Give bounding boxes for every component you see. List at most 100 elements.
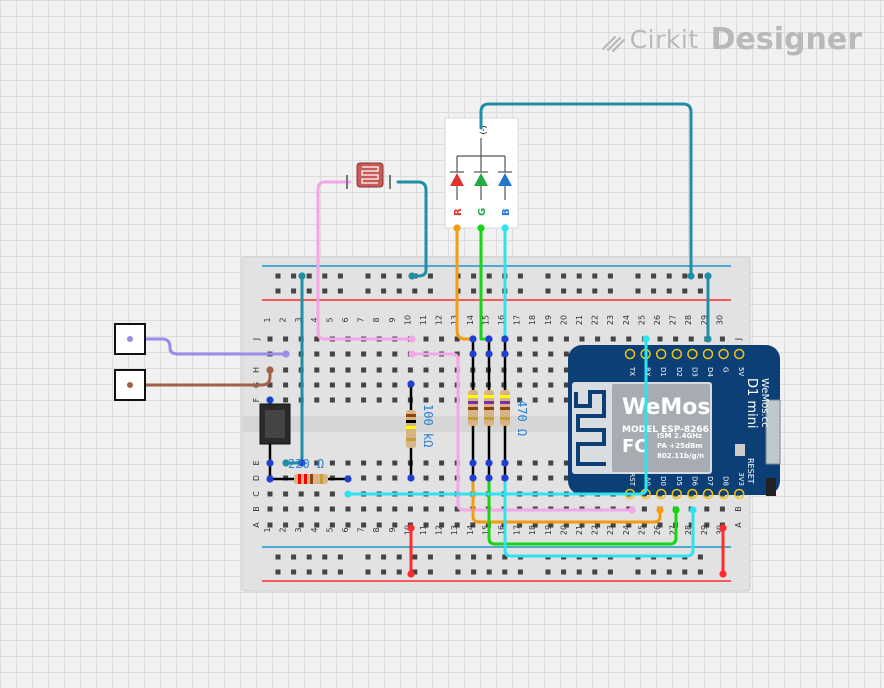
breadboard-hole[interactable] <box>314 382 320 388</box>
breadboard-hole[interactable] <box>283 397 289 403</box>
rail-hole[interactable] <box>322 569 328 575</box>
wire-endpoint[interactable] <box>501 350 509 358</box>
rail-hole[interactable] <box>666 273 672 279</box>
rail-hole[interactable] <box>502 569 508 575</box>
breadboard-hole[interactable] <box>392 367 398 373</box>
breadboard-hole[interactable] <box>361 506 367 512</box>
breadboard-hole[interactable] <box>298 506 304 512</box>
rail-hole[interactable] <box>666 569 672 575</box>
breadboard-hole[interactable] <box>376 382 382 388</box>
breadboard-hole[interactable] <box>439 460 445 466</box>
rail-hole[interactable] <box>291 288 297 294</box>
breadboard-hole[interactable] <box>283 522 289 528</box>
resistor-220[interactable] <box>294 474 328 484</box>
breadboard-hole[interactable] <box>439 522 445 528</box>
breadboard-hole[interactable] <box>532 367 538 373</box>
rail-hole[interactable] <box>471 554 477 560</box>
breadboard-hole[interactable] <box>423 367 429 373</box>
wire-endpoint[interactable] <box>704 335 712 343</box>
breadboard-hole[interactable] <box>345 506 351 512</box>
breadboard-hole[interactable] <box>314 522 320 528</box>
wire-endpoint[interactable] <box>689 506 697 514</box>
wire-ldr-a0[interactable] <box>410 352 634 512</box>
breadboard-hole[interactable] <box>283 491 289 497</box>
breadboard-hole[interactable] <box>329 367 335 373</box>
header-pin[interactable] <box>671 488 683 500</box>
breadboard-hole[interactable] <box>267 522 273 528</box>
rail-hole[interactable] <box>651 569 657 575</box>
rail-hole[interactable] <box>682 288 688 294</box>
rail-hole[interactable] <box>306 554 312 560</box>
breadboard-hole[interactable] <box>376 475 382 481</box>
breadboard-hole[interactable] <box>423 506 429 512</box>
breadboard-hole[interactable] <box>392 351 398 357</box>
breadboard-hole[interactable] <box>470 522 476 528</box>
breadboard-hole[interactable] <box>267 506 273 512</box>
wire-endpoint[interactable] <box>408 335 416 343</box>
rail-hole[interactable] <box>322 273 328 279</box>
breadboard-hole[interactable] <box>579 336 585 342</box>
breadboard-hole[interactable] <box>345 522 351 528</box>
rail-hole[interactable] <box>666 288 672 294</box>
rail-hole[interactable] <box>561 288 567 294</box>
rail-hole[interactable] <box>275 569 281 575</box>
wire-endpoint[interactable] <box>266 366 274 374</box>
rail-hole[interactable] <box>275 554 281 560</box>
wire-endpoint[interactable] <box>298 272 306 280</box>
breadboard-hole[interactable] <box>563 397 569 403</box>
rail-hole[interactable] <box>365 288 371 294</box>
breadboard-hole[interactable] <box>548 367 554 373</box>
breadboard-hole[interactable] <box>345 397 351 403</box>
breadboard-hole[interactable] <box>345 382 351 388</box>
wire-endpoint[interactable] <box>266 459 274 467</box>
rail-hole[interactable] <box>545 273 551 279</box>
breadboard-hole[interactable] <box>283 506 289 512</box>
rail-hole[interactable] <box>455 569 461 575</box>
breadboard-hole[interactable] <box>439 367 445 373</box>
wire-endpoint[interactable] <box>266 396 274 404</box>
wire-rgb-common[interactable] <box>479 102 693 278</box>
breadboard-hole[interactable] <box>517 382 523 388</box>
rail-hole[interactable] <box>427 569 433 575</box>
breadboard-hole[interactable] <box>532 475 538 481</box>
rgb-led[interactable]: (-) R G B <box>444 117 519 229</box>
breadboard-hole[interactable] <box>657 522 663 528</box>
rail-hole[interactable] <box>322 554 328 560</box>
breadboard-hole[interactable] <box>376 506 382 512</box>
breadboard-hole[interactable] <box>361 382 367 388</box>
breadboard-hole[interactable] <box>439 397 445 403</box>
breadboard-hole[interactable] <box>314 351 320 357</box>
breadboard-hole[interactable] <box>454 336 460 342</box>
breadboard-hole[interactable] <box>517 522 523 528</box>
breadboard-hole[interactable] <box>563 475 569 481</box>
header-pin[interactable] <box>733 488 745 500</box>
wire-button-purple[interactable] <box>128 337 288 356</box>
breadboard-hole[interactable] <box>454 522 460 528</box>
rail-hole[interactable] <box>682 273 688 279</box>
rail-hole[interactable] <box>396 554 402 560</box>
resistor-470-group[interactable] <box>468 390 510 426</box>
breadboard-hole[interactable] <box>548 397 554 403</box>
tactile-switch[interactable] <box>259 403 291 445</box>
wire-endpoint[interactable] <box>719 570 727 578</box>
breadboard-hole[interactable] <box>392 460 398 466</box>
breadboard-hole[interactable] <box>267 491 273 497</box>
rail-hole[interactable] <box>561 273 567 279</box>
breadboard-hole[interactable] <box>563 522 569 528</box>
rail-hole[interactable] <box>291 554 297 560</box>
breadboard-hole[interactable] <box>376 351 382 357</box>
wire-endpoint[interactable] <box>469 350 477 358</box>
rail-hole[interactable] <box>635 288 641 294</box>
wire-endpoint[interactable] <box>407 380 415 388</box>
wire-endpoint[interactable] <box>485 350 493 358</box>
rail-hole[interactable] <box>635 569 641 575</box>
wire-green-d6[interactable] <box>487 476 678 546</box>
wire-ldr-left[interactable] <box>316 180 414 341</box>
breadboard-hole[interactable] <box>361 367 367 373</box>
rail-hole[interactable] <box>592 569 598 575</box>
breadboard-hole[interactable] <box>376 397 382 403</box>
breadboard-hole[interactable] <box>329 460 335 466</box>
breadboard-hole[interactable] <box>563 351 569 357</box>
rail-hole[interactable] <box>517 273 523 279</box>
